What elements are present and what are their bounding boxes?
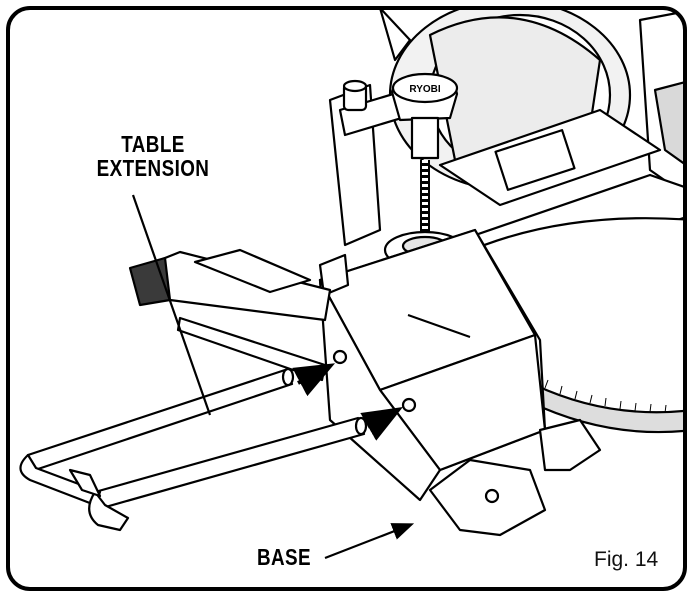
table-extension-label-line2: EXTENSION xyxy=(96,155,210,182)
base xyxy=(318,228,602,537)
base-leader xyxy=(324,523,415,560)
table-extension-leader xyxy=(131,194,212,416)
table-extension xyxy=(19,367,368,532)
table-extension-label: TABLE EXTENSION xyxy=(75,132,231,180)
brand-logo: RYOBI xyxy=(409,84,441,95)
figure-frame xyxy=(6,6,687,591)
leader-lines xyxy=(131,194,415,560)
figure-number: Fig. 14 xyxy=(594,548,659,571)
insertion-arrows xyxy=(292,363,403,441)
base-label: BASE xyxy=(256,544,312,570)
table-extension-label-line1: TABLE xyxy=(121,131,185,157)
extension-support-arm xyxy=(128,248,332,382)
